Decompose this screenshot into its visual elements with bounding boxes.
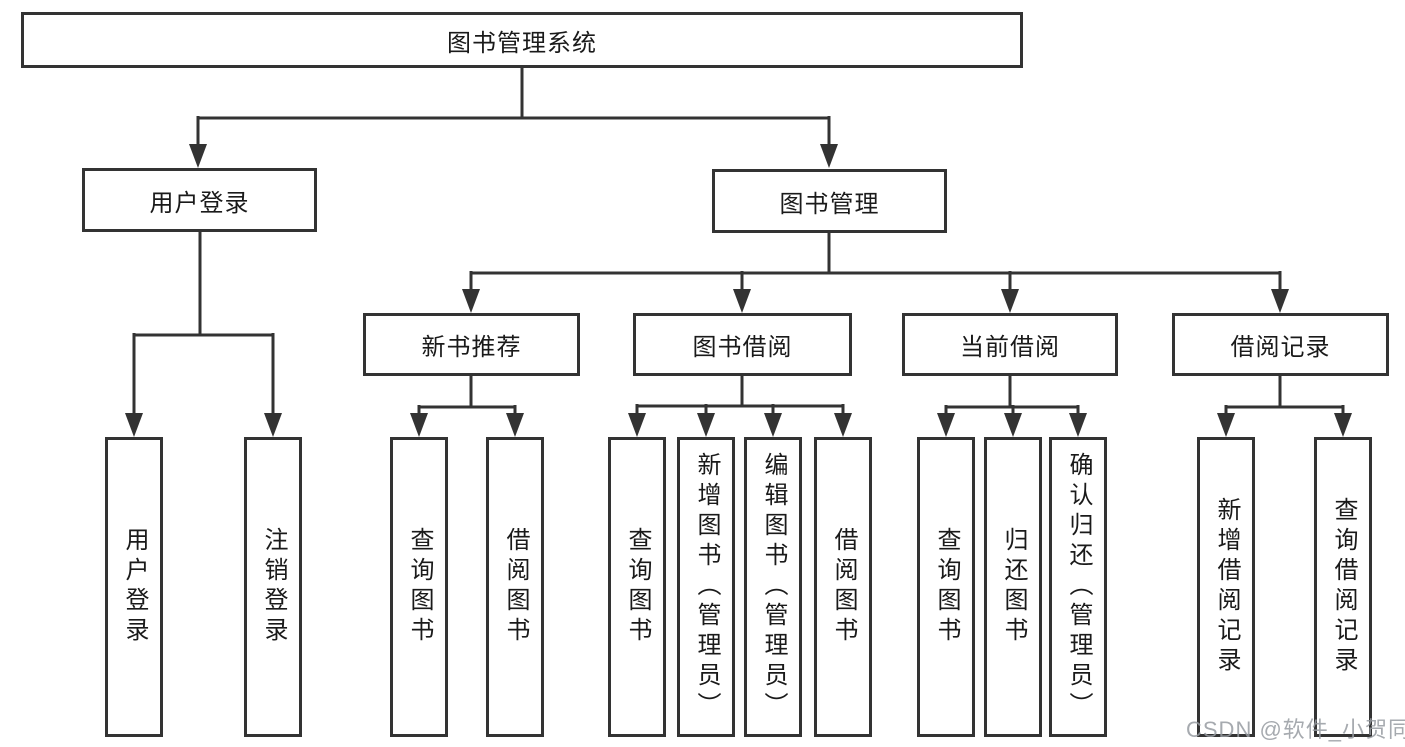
leaf-confirm-return-admin: 确认归还（管理员） [1049,437,1107,737]
leaf-edit-books-admin: 编辑图书（管理员） [744,437,802,737]
connector-current-borrow [946,376,1078,409]
leaf-query-books-current: 查询图书 [917,437,975,737]
connector-new-book [419,376,515,409]
leaf-query-borrow-record: 查询借阅记录 [1314,437,1372,737]
leaf-borrow-books: 借阅图书 [814,437,872,737]
node-new-book-recommend: 新书推荐 [363,313,580,376]
connector-book-management [471,233,1280,275]
connector-book-borrow [637,376,843,408]
connector-borrow-record [1226,376,1343,409]
leaf-query-books-recommend: 查询图书 [390,437,448,737]
leaf-add-borrow-record: 新增借阅记录 [1197,437,1255,737]
node-borrow-record: 借阅记录 [1172,313,1389,376]
csdn-watermark: CSDN @软件_小贺同学 [1186,717,1405,742]
node-book-borrow: 图书借阅 [633,313,852,376]
leaf-add-books-admin: 新增图书（管理员） [677,437,735,737]
connector-root [198,68,829,120]
node-book-management: 图书管理 [712,169,947,233]
leaf-return-books: 归还图书 [984,437,1042,737]
leaf-user-login: 用户登录 [105,437,163,737]
node-library-management-system: 图书管理系统 [21,12,1023,68]
connector-user-login [134,232,273,337]
node-user-login: 用户登录 [82,168,317,232]
leaf-borrow-books-recommend: 借阅图书 [486,437,544,737]
node-current-borrow: 当前借阅 [902,313,1118,376]
leaf-logout: 注销登录 [244,437,302,737]
leaf-query-books-borrow: 查询图书 [608,437,666,737]
